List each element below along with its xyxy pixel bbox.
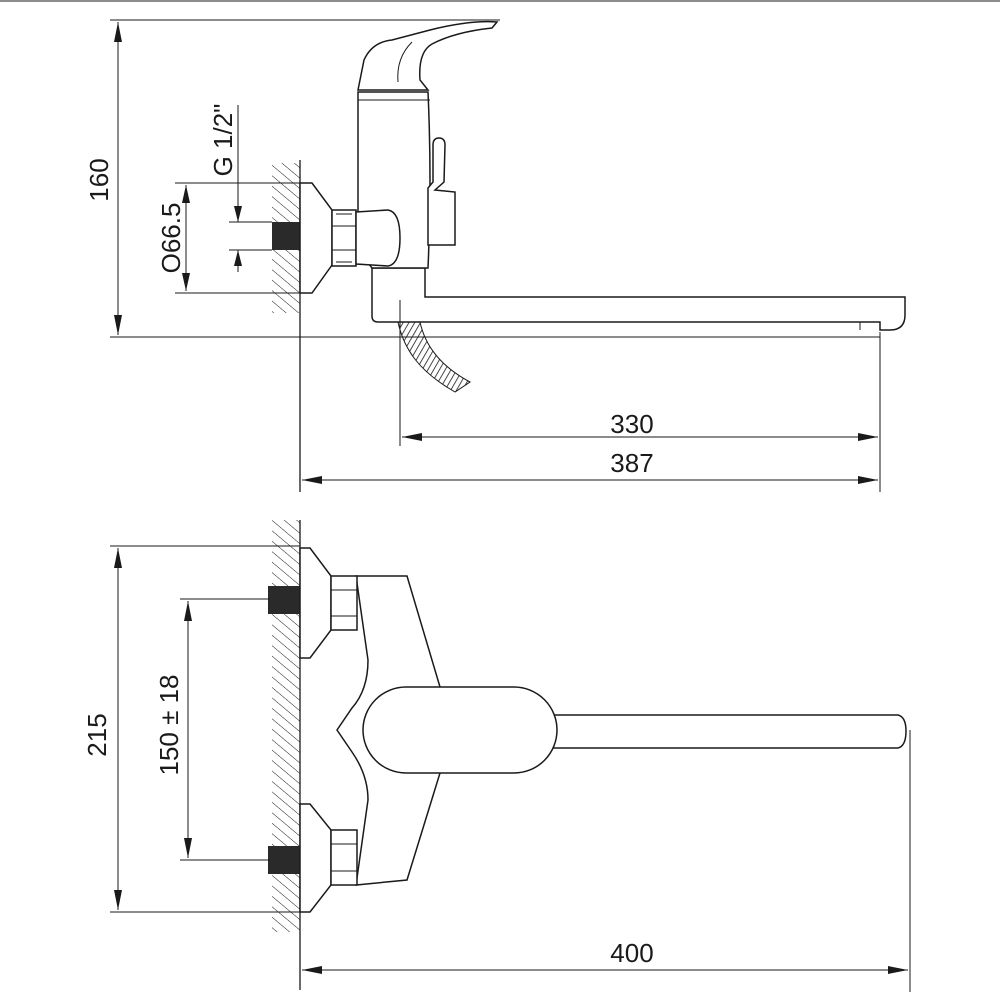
diverter-lever[interactable] <box>427 137 456 246</box>
wall-flange-bottom <box>299 803 332 913</box>
connection-nut-bottom <box>330 829 358 886</box>
dim-label-height: 160 <box>84 158 114 201</box>
nut-facets <box>331 589 357 617</box>
nut-facets <box>331 843 357 872</box>
spout <box>371 267 906 331</box>
inlet-pipe-bottom <box>268 846 300 874</box>
dim-label-thread: G 1/2" <box>208 104 238 177</box>
dim-label-inlet-spacing: 150 ± 18 <box>154 674 184 775</box>
wall-flange-top <box>299 547 332 659</box>
dim-label-spout-reach: 330 <box>610 409 653 439</box>
dim-arrows <box>234 206 242 266</box>
inlet-pipe-top <box>268 586 300 614</box>
dim-label-total-length: 400 <box>610 938 653 968</box>
mixer-handle[interactable] <box>357 20 499 91</box>
wall-flange <box>299 182 333 294</box>
dim-label-flange: O66.5 <box>156 203 186 274</box>
body-connector <box>355 209 401 267</box>
nut-facets <box>332 213 356 263</box>
handle-edge <box>397 41 413 83</box>
shower-hose <box>397 321 471 393</box>
mixer-handle[interactable] <box>362 686 558 774</box>
top-view: 215 150 ± 18 400 <box>82 520 911 992</box>
side-view: 160 O66.5 G 1/2" 330 387 <box>84 19 906 492</box>
spout <box>539 714 907 749</box>
connection-nut-top <box>330 575 358 631</box>
connection-nut <box>331 209 357 267</box>
inlet-pipe <box>272 222 300 250</box>
dim-label-depth: 215 <box>82 713 112 756</box>
dim-label-total-reach: 387 <box>610 448 653 478</box>
